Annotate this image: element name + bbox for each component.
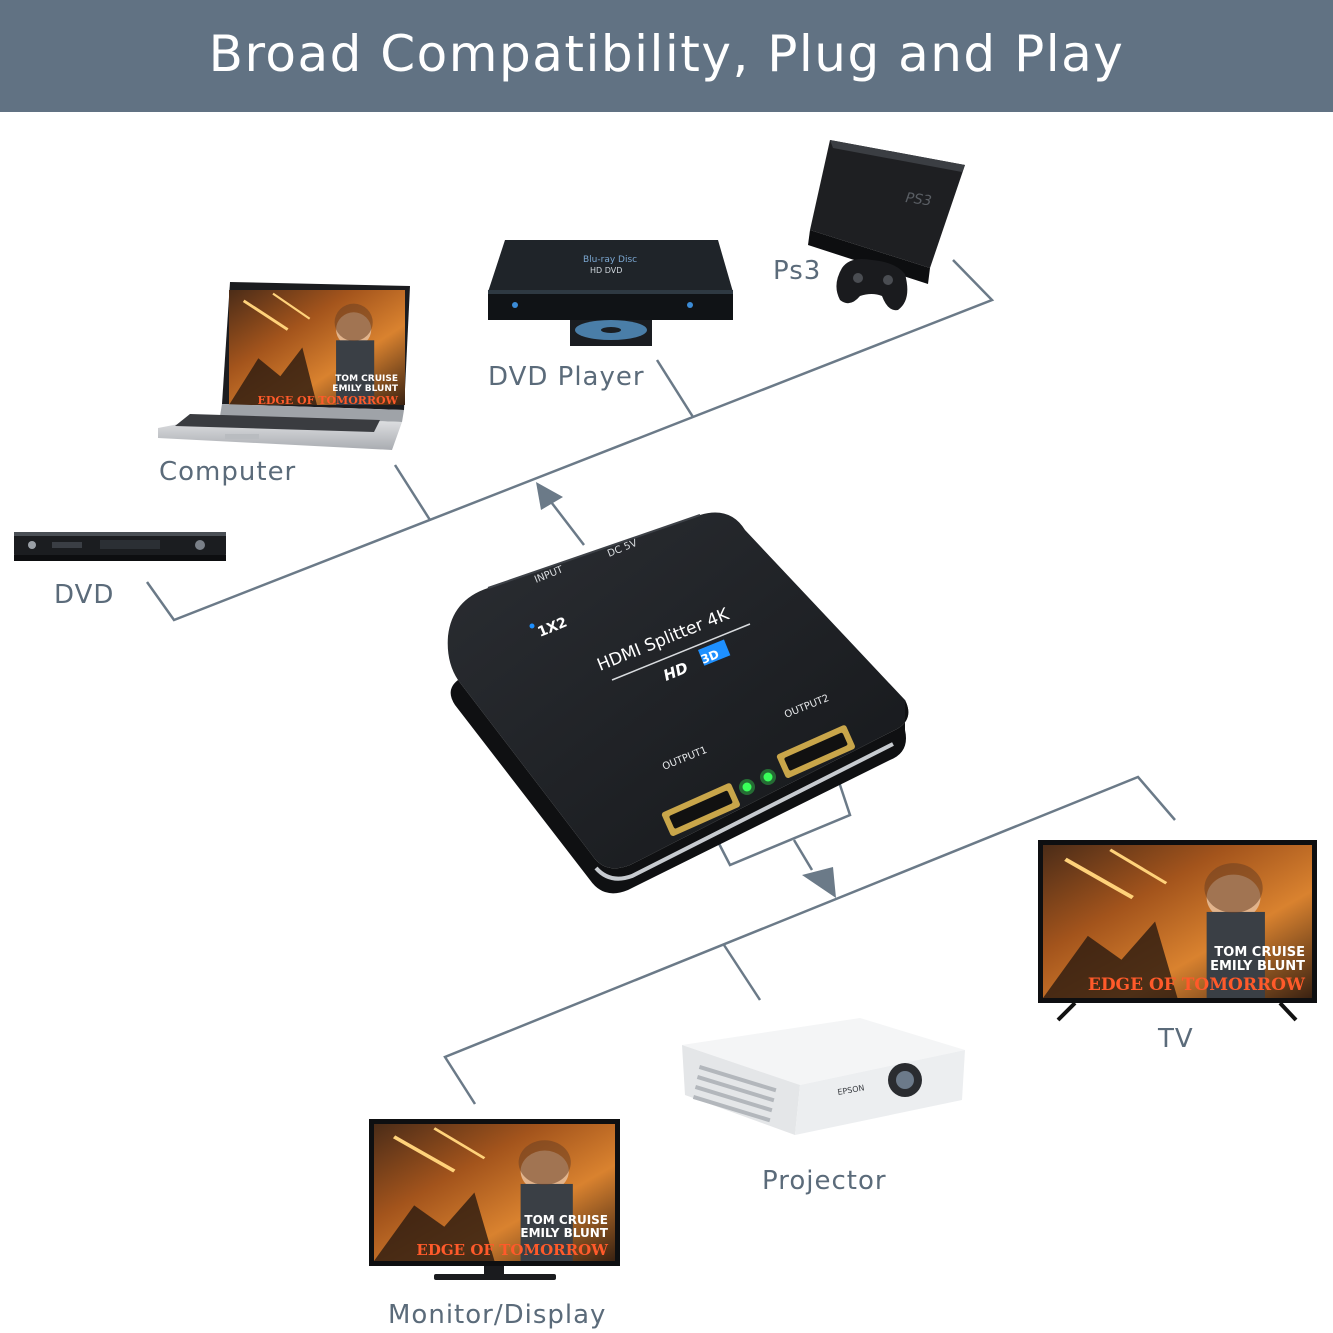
output-connector-lines [443,769,1176,1105]
badge-3d: 3D [699,647,721,667]
header-banner [0,0,1333,112]
laptop-poster-title: EDGE OF TOMORROW [258,394,399,407]
dvd-label: DVD [54,580,115,610]
bluray-brand: Blu-ray Disc [583,255,637,265]
arrow-down-icon [802,867,836,898]
source-connector-lines [145,259,995,622]
ps3-console-icon: PS3 [808,140,965,284]
laptop-poster-cast2: EMILY BLUNT [332,384,399,394]
hdmi-splitter-device: INPUT DC 5V 1X2 HDMI Splitter 4K HD 3D O… [447,512,909,894]
tv-label: TV [1158,1024,1194,1054]
tv-poster-title: EDGE OF TOMORROW [1088,975,1306,995]
arrow-up-icon [536,482,563,510]
monitor-label: Monitor/Display [388,1300,607,1330]
projector-label: Projector [762,1166,887,1196]
computer-laptop-icon [158,282,410,450]
dvd-device-icon [14,532,226,561]
tv-device-icon: TOM CRUISE EMILY BLUNT EDGE OF TOMORROW [1038,840,1317,1022]
monitor-poster-title: EDGE OF TOMORROW [416,1241,609,1259]
computer-label: Computer [159,457,297,487]
dvd-player-device-icon: Blu-ray Disc HD DVD [488,240,733,346]
page-title: Broad Compatibility, Plug and Play [208,25,1125,83]
ps3-label: Ps3 [773,256,822,286]
projector-device-icon: EPSON [682,1018,965,1135]
monitor-poster-cast1: TOM CRUISE [524,1213,608,1227]
monitor-device-icon: TOM CRUISE EMILY BLUNT EDGE OF TOMORROW [369,1119,620,1280]
gamepad-icon [836,259,908,311]
model-badge-dot-icon [529,623,535,629]
bluray-model: HD DVD [590,266,622,275]
laptop-poster-cast1: TOM CRUISE [335,374,398,384]
tv-poster-cast2: EMILY BLUNT [1210,959,1305,974]
ps3-console-brand: PS3 [904,190,932,209]
dvd-player-label: DVD Player [488,362,645,392]
tv-poster-cast1: TOM CRUISE [1214,945,1305,960]
badge-3d-box [697,639,731,666]
monitor-poster-cast2: EMILY BLUNT [520,1226,608,1240]
